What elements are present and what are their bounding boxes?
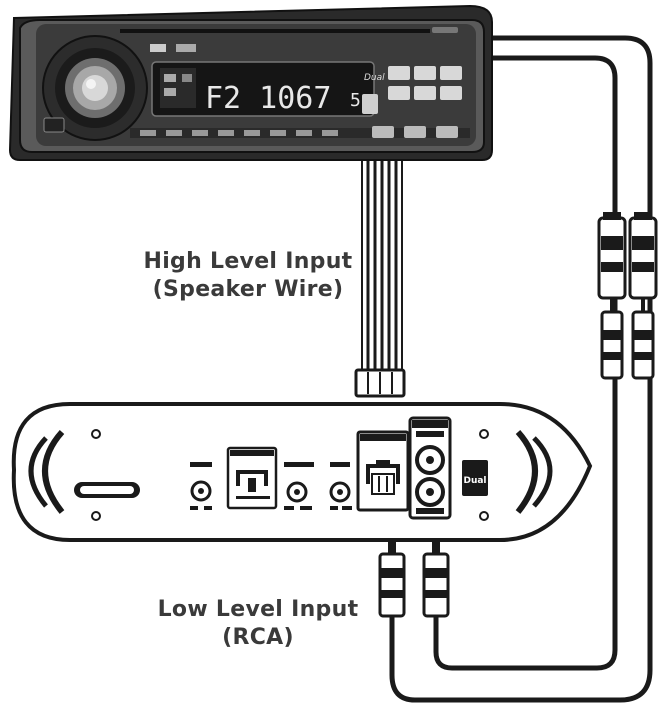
- rca-plug-amp-left: [380, 542, 404, 616]
- rca-plug-upper-right: [630, 212, 656, 298]
- speaker-wire-harness: [356, 158, 404, 396]
- display-readout: F2 1067: [205, 81, 331, 116]
- amplifier-logo: Dual: [462, 460, 488, 496]
- amplifier: Dual: [14, 404, 590, 540]
- high-level-input-subtitle: (Speaker Wire): [140, 276, 356, 304]
- line-input-rca-jacks: [410, 418, 450, 518]
- cd-slot: [120, 29, 430, 33]
- rca-plug-lower-left: [602, 312, 622, 378]
- display-digit: 5: [350, 90, 361, 111]
- high-level-input-title: High Level Input: [140, 248, 356, 276]
- low-level-input-title: Low Level Input: [150, 596, 366, 624]
- head-unit-brand: Dual: [364, 73, 385, 83]
- head-unit: F2 1067 5 Dual: [10, 6, 492, 160]
- rca-plug-amp-right: [424, 542, 448, 616]
- amplifier-body: [14, 404, 590, 540]
- rca-plug-upper-left: [599, 212, 625, 298]
- high-level-input-label: High Level Input (Speaker Wire): [140, 248, 356, 304]
- head-unit-display: F2 1067 5: [152, 62, 374, 116]
- amplifier-brand: Dual: [463, 476, 486, 486]
- speaker-level-input-port: [358, 432, 408, 510]
- low-level-input-label: Low Level Input (RCA): [150, 596, 366, 652]
- rca-plug-lower-right: [633, 312, 653, 378]
- low-level-input-subtitle: (RCA): [150, 624, 366, 652]
- crossover-switch: [228, 448, 276, 508]
